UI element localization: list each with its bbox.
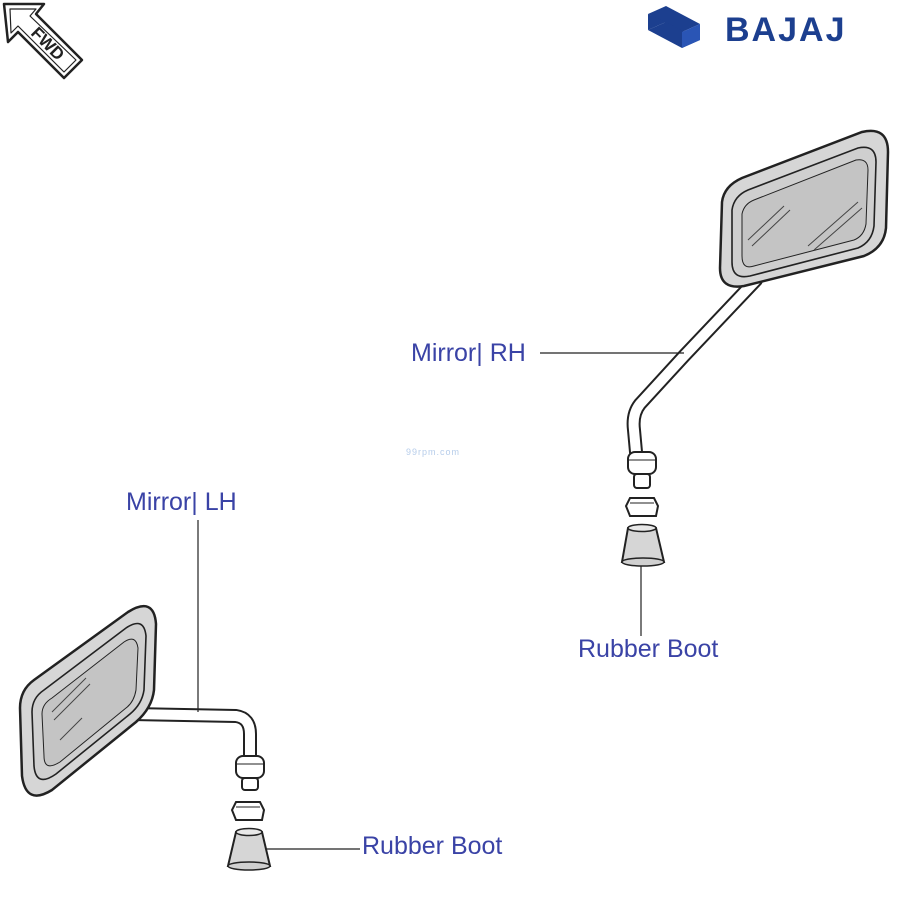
label-rubber-boot-lh: Rubber Boot	[362, 832, 503, 860]
mirror-lh-drawing	[18, 604, 272, 871]
watermark: 99rpm.com	[406, 447, 461, 457]
label-mirror-rh: Mirror| RH	[411, 339, 526, 367]
bajaj-logo-icon	[648, 6, 700, 48]
label-rubber-boot-rh: Rubber Boot	[578, 635, 719, 663]
label-mirror-lh: Mirror| LH	[126, 488, 237, 516]
mirror-rh-drawing	[620, 129, 890, 567]
brand-name: BAJAJ	[725, 11, 847, 49]
forward-arrow-icon: FWD	[2, 2, 84, 80]
